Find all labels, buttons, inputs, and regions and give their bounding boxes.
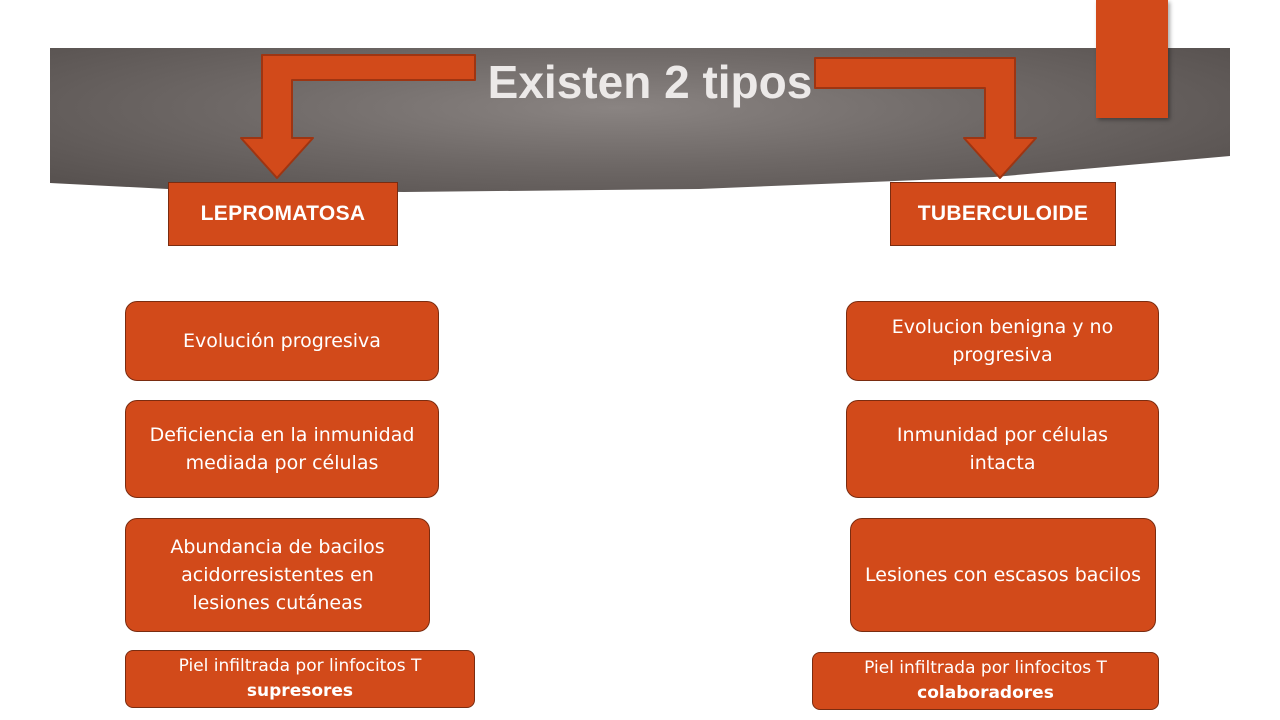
feature-text: Abundancia de bacilos acidorresistentes … <box>170 536 385 614</box>
infiltrate-text: Piel infiltrada por linfocitos T <box>864 658 1107 678</box>
feature-tuberculoide-1: Evolucion benigna y no progresiva <box>846 301 1159 381</box>
feature-tuberculoide-3: Lesiones con escasos bacilos <box>850 518 1156 632</box>
feature-text: Inmunidad por células intacta <box>896 424 1109 474</box>
accent-bar <box>1096 0 1168 118</box>
feature-text: Lesiones con escasos bacilos <box>865 564 1141 586</box>
infiltrate-emphasis: colaboradores <box>917 683 1054 703</box>
feature-text: Evolución progresiva <box>183 330 381 352</box>
type-label-lepromatosa: LEPROMATOSA <box>168 182 398 246</box>
infiltrate-tuberculoide: Piel infiltrada por linfocitos T colabor… <box>812 652 1159 710</box>
feature-lepromatosa-2: Deficiencia en la inmunidad mediada por … <box>125 400 439 498</box>
infiltrate-text: Piel infiltrada por linfocitos T <box>178 656 422 676</box>
infiltrate-emphasis: supresores <box>246 681 354 701</box>
feature-lepromatosa-1: Evolución progresiva <box>125 301 439 381</box>
feature-lepromatosa-3: Abundancia de bacilos acidorresistentes … <box>125 518 430 632</box>
infiltrate-lepromatosa: Piel infiltrada por linfocitos T supreso… <box>125 650 475 708</box>
feature-text: Deficiencia en la inmunidad mediada por … <box>149 424 415 474</box>
feature-tuberculoide-2: Inmunidad por células intacta <box>846 400 1159 498</box>
type-label-tuberculoide: TUBERCULOIDE <box>890 182 1116 246</box>
slide-title: Existen 2 tipos <box>487 56 813 108</box>
feature-text: Evolucion benigna y no progresiva <box>891 316 1114 366</box>
